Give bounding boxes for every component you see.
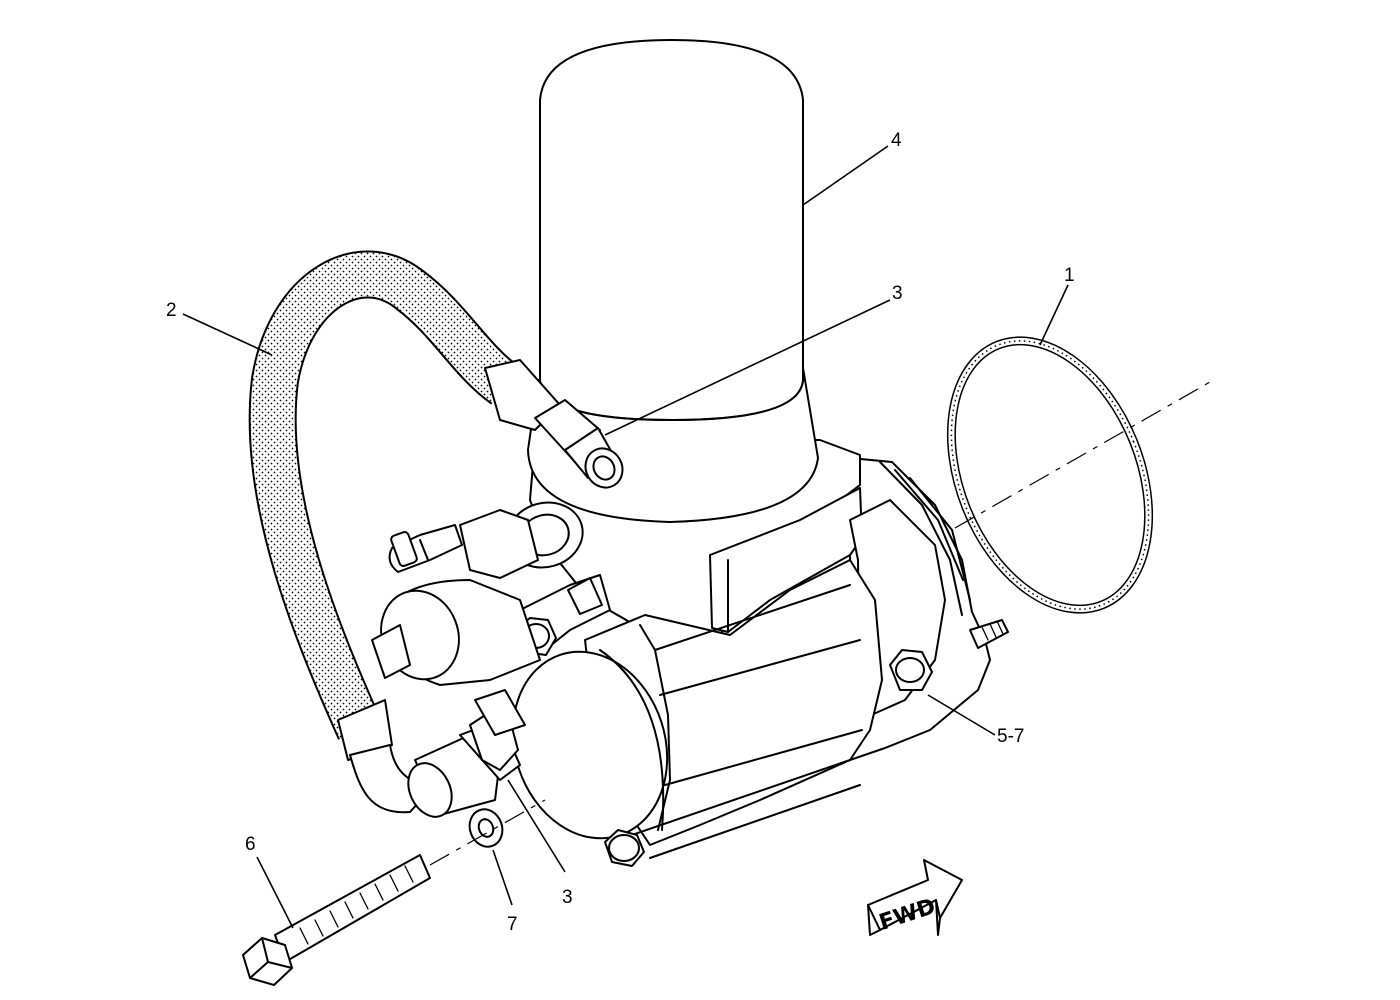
callout-6: 6 [245, 834, 256, 855]
hose-assembly [248, 250, 624, 818]
callout-4: 4 [891, 130, 902, 151]
filter-head-body [511, 439, 946, 867]
leader-4 [802, 145, 889, 206]
callout-1: 1 [1064, 265, 1075, 286]
callout-5-7: 5-7 [997, 726, 1024, 747]
leader-lines [182, 145, 1069, 929]
callout-labels: 1 2 3 4 5-7 6 7 3 [166, 130, 1075, 935]
callout-3-lower: 3 [562, 887, 573, 908]
washer [468, 808, 504, 848]
check-valve-body [371, 579, 541, 686]
mounting-bolt [242, 854, 431, 986]
o-ring-seal [946, 336, 1154, 614]
callout-3-upper: 3 [892, 283, 903, 304]
leader-2 [182, 313, 273, 356]
callout-7: 7 [507, 914, 518, 935]
callout-2: 2 [166, 300, 177, 321]
leader-3-upper [604, 299, 891, 436]
fwd-direction-arrow: FWD [867, 859, 963, 936]
seal-centerline [954, 381, 1211, 529]
leader-7 [492, 849, 513, 906]
leader-3-lower [507, 779, 566, 873]
leader-6 [256, 856, 294, 929]
sensor-connector [388, 509, 539, 579]
leader-1 [1039, 284, 1069, 346]
leader-5-7 [927, 694, 996, 736]
